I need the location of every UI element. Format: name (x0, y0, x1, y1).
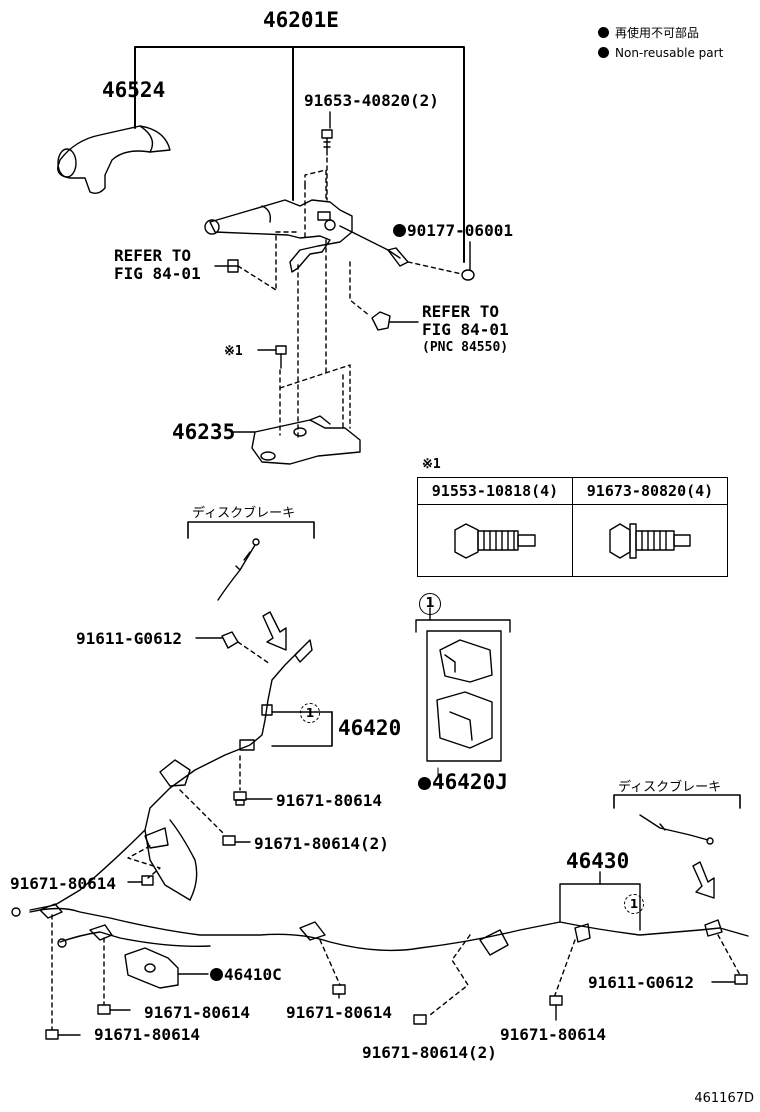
bullet-icon (598, 47, 609, 58)
bolt-91611-a-shape (195, 631, 239, 649)
bolt-note-1 (257, 345, 287, 369)
non-reusable-icon (418, 777, 431, 790)
label-91671-h: 91671-80614(2) (362, 1043, 497, 1062)
label-46430: 46430 (566, 849, 630, 873)
label-46524: 46524 (102, 78, 166, 102)
bolt-91671-a-shape (233, 755, 273, 806)
dashed-guides-lever (237, 157, 463, 441)
table-cell-91553 (417, 504, 573, 577)
label-91671-e: 91671-80614 (286, 1003, 392, 1022)
circle-1-clamp: 1 (419, 593, 441, 615)
label-46235: 46235 (172, 420, 236, 444)
disc-brake-bracket-1 (187, 521, 315, 539)
refer-part-2 (371, 311, 419, 331)
label-91671-c: 91671-80614 (10, 874, 116, 893)
direction-arrow-1 (262, 611, 287, 651)
bolt-91671-c-shape (127, 845, 161, 886)
circle-1-cable-a: 1 (300, 703, 320, 723)
label-91611-b: 91611-G0612 (588, 973, 694, 992)
direction-arrow-2 (692, 861, 715, 899)
label-91671-a: 91671-80614 (276, 791, 382, 810)
label-table-note: ※1 (422, 457, 441, 472)
bracket-46235 (231, 415, 361, 465)
cable-end-right (639, 814, 714, 845)
non-reusable-icon (393, 224, 406, 237)
lower-bolt-shapes (45, 974, 748, 1040)
cable-lower-left (29, 903, 749, 952)
table-header-91553: 91553-10818(4) (417, 477, 573, 505)
clamps-lower (299, 919, 723, 956)
parking-brake-lever (204, 199, 409, 273)
legend-jp: 再使用不可部品 (598, 26, 699, 40)
bracket-46410C-shape (124, 947, 209, 989)
label-91611-a: 91611-G0612 (76, 629, 182, 648)
lever-cover-46524 (57, 125, 171, 195)
label-91671-g: 91671-80614 (94, 1025, 200, 1044)
assy-46201E-leader (134, 46, 465, 263)
label-91671-b: 91671-80614(2) (254, 834, 389, 853)
cable-46420 (11, 639, 313, 917)
refer-part-1 (214, 259, 239, 273)
label-91671-f: 91671-80614 (500, 1025, 606, 1044)
label-disc-brake-2: ディスクブレーキ (618, 780, 722, 795)
label-disc-brake-1: ディスクブレーキ (192, 506, 296, 521)
table-cell-91673 (572, 504, 728, 577)
disc-brake-bracket-2 (613, 794, 741, 809)
cable-end-upper (217, 538, 260, 601)
label-note-1: ※1 (224, 344, 243, 359)
clamp-on-cable (144, 759, 191, 849)
clamp-46420J-bracket (415, 607, 511, 779)
dashed-lower-left (51, 914, 741, 1031)
label-46420: 46420 (338, 716, 402, 740)
non-reusable-icon (210, 968, 223, 981)
nut-90177 (461, 269, 475, 281)
label-refer-1: REFER TO FIG 84-01 (114, 246, 201, 283)
bolt-91653 (321, 129, 333, 156)
label-46410C: 46410C (210, 966, 282, 984)
label-91671-d: 91671-80614 (144, 1003, 250, 1022)
label-90177: 90177-06001 (393, 222, 513, 240)
circle-1-cable-b: 1 (624, 894, 644, 914)
label-46201E: 46201E (263, 8, 339, 32)
bolt-91671-b-shape (179, 789, 251, 846)
reference-table: 91553-10818(4) 91673-80820(4) (417, 477, 728, 577)
leader-91611-a-dashed (237, 641, 271, 665)
legend-en: Non-reusable part (598, 46, 723, 60)
label-46420J: 46420J (418, 770, 508, 794)
label-refer-2: REFER TO FIG 84-01 (PNC 84550) (422, 302, 509, 356)
bullet-icon (598, 27, 609, 38)
figure-code: 461167D (694, 1091, 754, 1106)
label-91653: 91653-40820(2) (304, 91, 439, 110)
table-header-91673: 91673-80820(4) (572, 477, 728, 505)
